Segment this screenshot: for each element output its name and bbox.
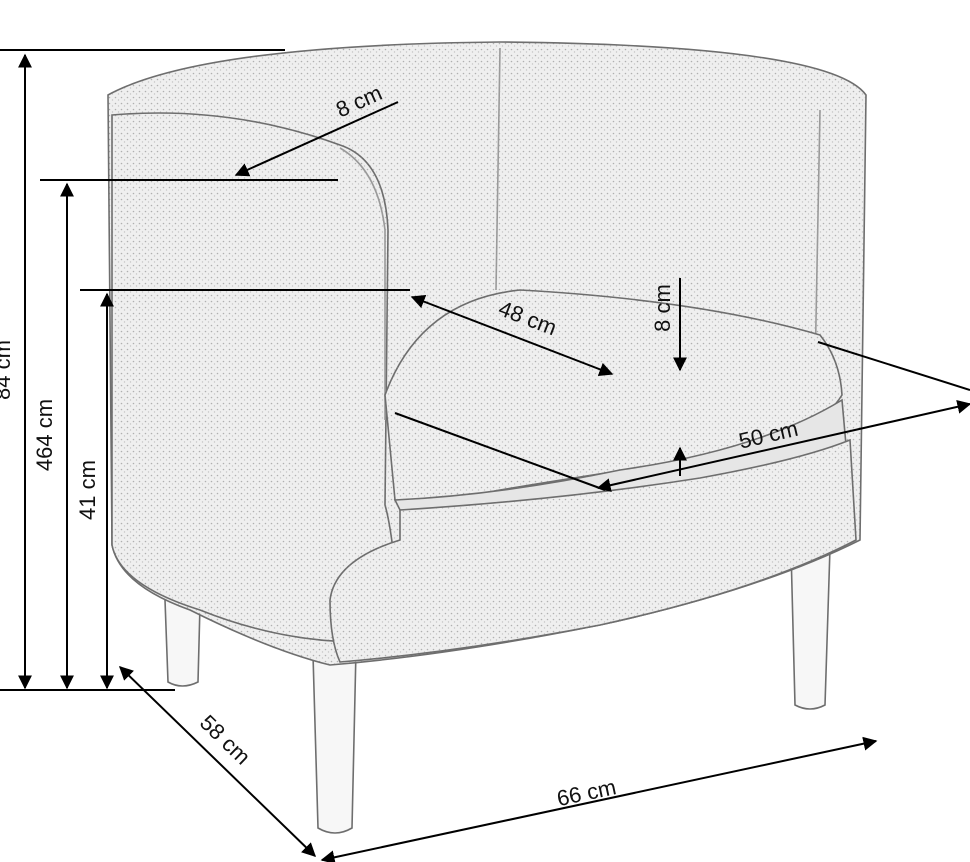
leg-front-right [790, 547, 831, 710]
overall-depth-line [118, 666, 317, 857]
seat-width-line [596, 399, 970, 493]
armrest-height-label: 464 cm [32, 399, 57, 471]
armrest-width-line [234, 101, 399, 177]
cushion-thickness-label: 8 cm [650, 284, 675, 332]
overall-width-label: 66 cm [555, 774, 619, 811]
back-seam [495, 47, 501, 291]
left-arm-inner [339, 147, 386, 420]
leg-front-left [312, 649, 357, 834]
seat-height-label: 41 cm [75, 460, 100, 520]
overall-depth-label: 58 cm [195, 710, 255, 770]
overall-width-line [320, 736, 878, 862]
seat-depth-line [410, 294, 614, 377]
total-height-label: 84 cm [0, 340, 15, 400]
dimension-lines [0, 49, 970, 862]
armchair [107, 41, 867, 834]
